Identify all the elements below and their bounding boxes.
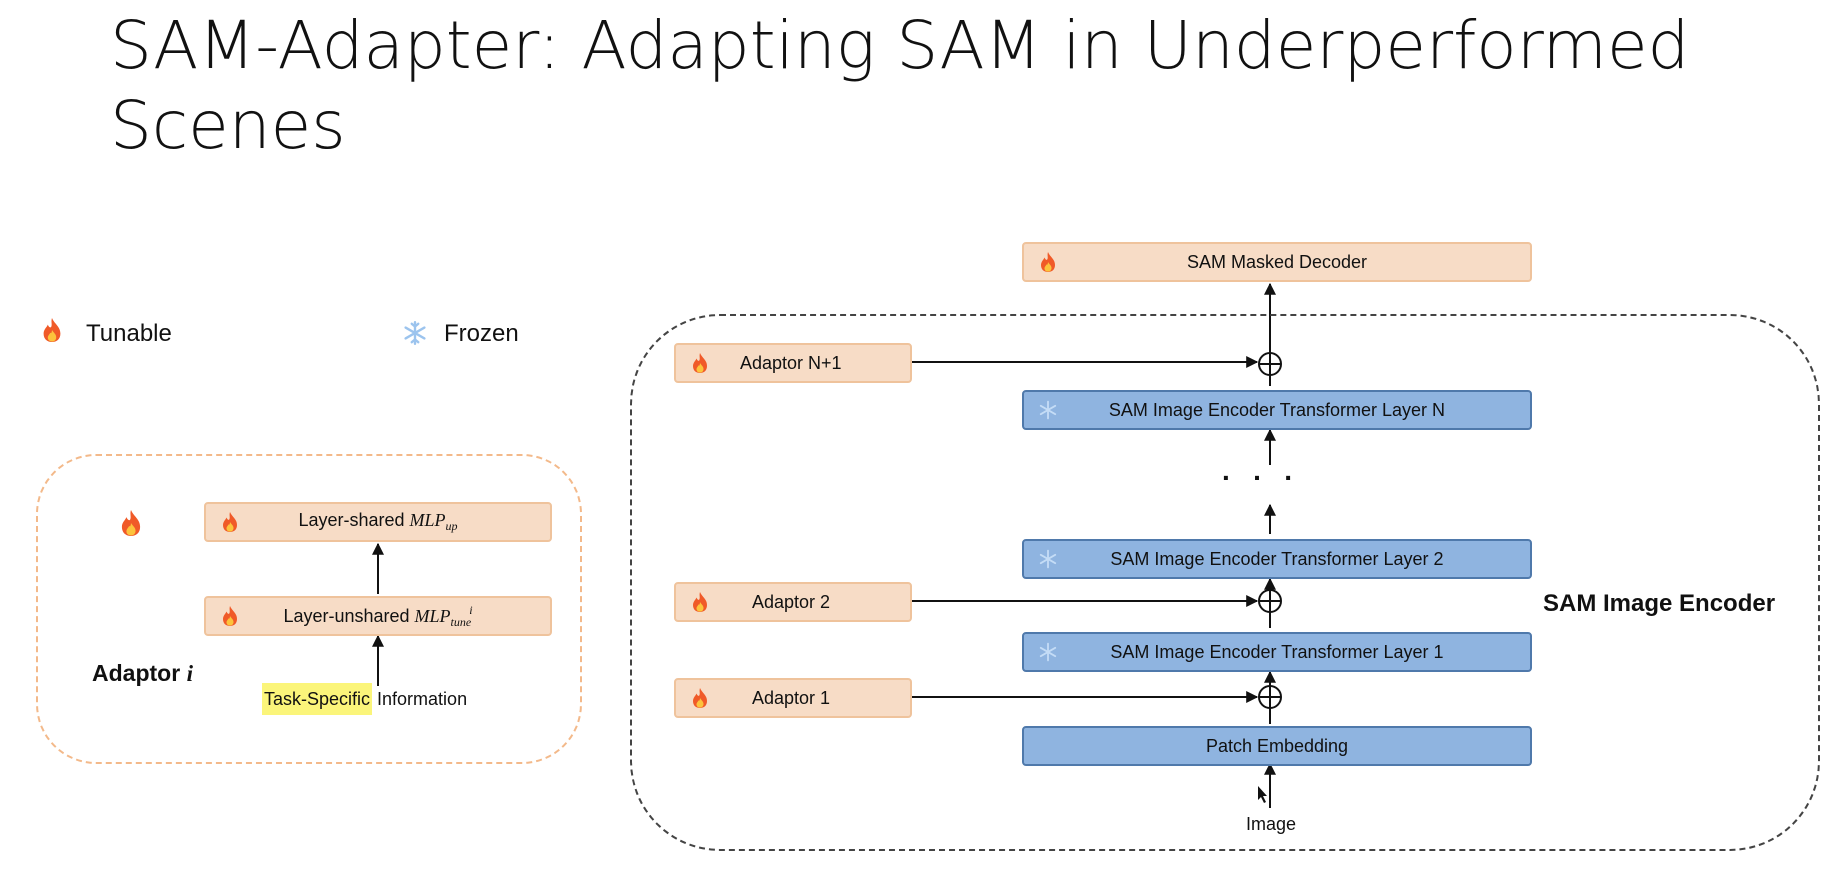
layer-unshared-prefix: Layer-unshared [283,605,415,626]
transformer-layer-2-box: SAM Image Encoder Transformer Layer 2 [1022,539,1532,579]
adaptor-detail-region [36,454,582,764]
fire-icon [220,511,240,533]
layer-shared-mlp-label: Layer-shared MLPup [298,510,457,534]
transformer-layer-1-box: SAM Image Encoder Transformer Layer 1 [1022,632,1532,672]
fire-icon [40,316,64,344]
slide-title: SAM-Adapter: Adapting SAM in Underperfor… [110,7,1690,164]
adaptor-2-box: Adaptor 2 [674,582,912,622]
adaptor-i-text: Adaptor [92,660,187,686]
layer-shared-mlp-subscript: up [445,519,458,533]
adaptor-i-label: Adaptor i [92,660,193,687]
snowflake-icon [402,320,428,346]
image-input-label: Image [1246,814,1297,834]
legend-frozen-label: Frozen [444,320,519,347]
adaptor-n-plus-1-label: Adaptor N+1 [740,352,842,373]
adaptor-i-index: i [186,661,193,686]
layer-shared-mlp-symbol: MLP [409,510,446,530]
adaptor-1-label: Adaptor 1 [752,687,831,708]
sum-node-1 [1258,685,1282,709]
layer-unshared-mlp-box: Layer-unshared MLPtunei [204,596,552,636]
layer-unshared-mlp-subscript: tune [450,614,472,629]
ellipsis: . . . [1222,455,1293,486]
snowflake-icon [1038,641,1058,663]
task-specific-information-label: Task-Specific Information [262,683,468,715]
fire-icon [690,591,710,613]
snowflake-icon [1038,548,1058,570]
fire-icon [1038,251,1058,273]
snowflake-icon [1038,399,1058,421]
transformer-layer-n-label: SAM Image Encoder Transformer Layer N [1108,399,1446,420]
transformer-layer-n-box: SAM Image Encoder Transformer Layer N [1022,390,1532,430]
layer-shared-prefix: Layer-shared [298,510,410,530]
transformer-layer-2-label: SAM Image Encoder Transformer Layer 2 [1110,548,1444,569]
layer-unshared-mlp-symbol: MLP [414,605,451,626]
adaptor-1-box: Adaptor 1 [674,678,912,718]
patch-embedding-label: Patch Embedding [1205,735,1349,756]
legend-tunable-label: Tunable [86,320,172,347]
fire-icon [118,508,144,538]
sam-masked-decoder-box: SAM Masked Decoder [1022,242,1532,282]
sam-masked-decoder-label: SAM Masked Decoder [1186,251,1368,272]
adaptor-2-label: Adaptor 2 [752,591,831,612]
transformer-layer-1-label: SAM Image Encoder Transformer Layer 1 [1110,641,1444,662]
image-encoder-region [630,314,1820,851]
fire-icon [220,605,240,627]
fire-icon [690,687,710,709]
layer-unshared-mlp-superscript: i [469,602,473,617]
layer-shared-mlp-box: Layer-shared MLPup [204,502,552,542]
sam-image-encoder-label: SAM Image Encoder [1543,590,1776,617]
adaptor-n-plus-1-box: Adaptor N+1 [674,343,912,383]
sum-node-2 [1258,589,1282,613]
sum-node-n [1258,352,1282,376]
layer-unshared-mlp-label: Layer-unshared MLPtunei [283,603,472,630]
task-specific-highlight: Task-Specific [262,683,373,715]
fire-icon [690,352,710,374]
task-information-text: Information [372,689,468,709]
patch-embedding-box: Patch Embedding [1022,726,1532,766]
mouse-cursor-icon [1258,786,1267,803]
